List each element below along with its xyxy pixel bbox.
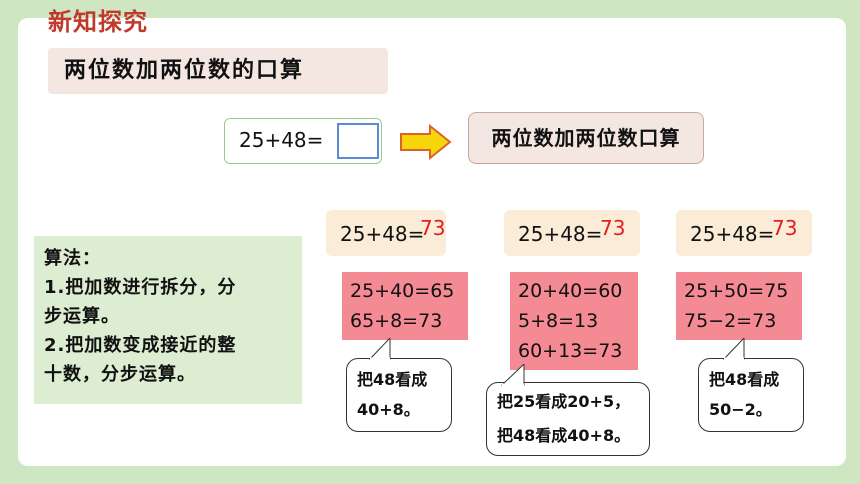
solution-1-note-bubble: 把48看成 40+8。 — [346, 358, 452, 432]
solution-2-header: 25+48= 73 — [504, 210, 640, 256]
problem-box: 25+48= — [224, 118, 382, 164]
solution-1-header: 25+48= 73 — [326, 210, 446, 256]
solution-3-note-bubble: 把48看成 50−2。 — [698, 358, 804, 432]
method-box: 算法： 1.把加数进行拆分，分 步运算。 2.把加数变成接近的整 十数，分步运算… — [34, 236, 302, 404]
solution-3-answer: 73 — [772, 216, 798, 240]
note-line: 40+8。 — [357, 400, 420, 419]
step-line: 5+8=13 — [518, 310, 599, 332]
note-line: 把48看成 — [709, 370, 780, 389]
method-line: 十数，分步运算。 — [44, 364, 196, 385]
step-line: 20+40=60 — [518, 280, 623, 302]
step-line: 25+50=75 — [684, 280, 789, 302]
solution-2-equation: 25+48= — [518, 222, 603, 246]
solution-2-steps: 20+40=60 5+8=13 60+13=73 — [510, 272, 638, 370]
section-title: 新知探究 — [48, 8, 148, 36]
speech-tail-icon — [368, 338, 391, 360]
step-line: 25+40=65 — [350, 280, 455, 302]
solution-3-equation: 25+48= — [690, 222, 775, 246]
speech-tail-icon — [722, 338, 745, 360]
note-line: 把48看成 — [357, 370, 428, 389]
concept-label: 两位数加两位数口算 — [468, 112, 704, 164]
step-line: 65+8=73 — [350, 310, 443, 332]
solution-1-equation: 25+48= — [340, 222, 425, 246]
method-line: 1.把加数进行拆分，分 — [44, 277, 237, 298]
solution-1-steps: 25+40=65 65+8=73 — [342, 272, 468, 340]
speech-tail-icon — [500, 364, 525, 386]
problem-equation: 25+48= — [239, 128, 324, 152]
note-line: 把25看成20+5， — [497, 392, 631, 411]
solution-3-header: 25+48= 73 — [676, 210, 812, 256]
solution-3-steps: 25+50=75 75−2=73 — [676, 272, 802, 340]
right-arrow-icon — [400, 124, 452, 160]
method-line: 2.把加数变成接近的整 — [44, 335, 237, 356]
topic-label: 两位数加两位数的口算 — [48, 48, 388, 94]
answer-input[interactable] — [337, 123, 379, 159]
solution-2-answer: 73 — [600, 216, 626, 240]
step-line: 75−2=73 — [684, 310, 777, 332]
solution-2-note-bubble: 把25看成20+5， 把48看成40+8。 — [486, 382, 650, 456]
solution-1-answer: 73 — [420, 216, 446, 240]
step-line: 60+13=73 — [518, 340, 623, 362]
note-line: 把48看成40+8。 — [497, 426, 631, 445]
method-title: 算法： — [44, 248, 101, 269]
method-line: 步运算。 — [44, 306, 120, 327]
note-line: 50−2。 — [709, 400, 772, 419]
